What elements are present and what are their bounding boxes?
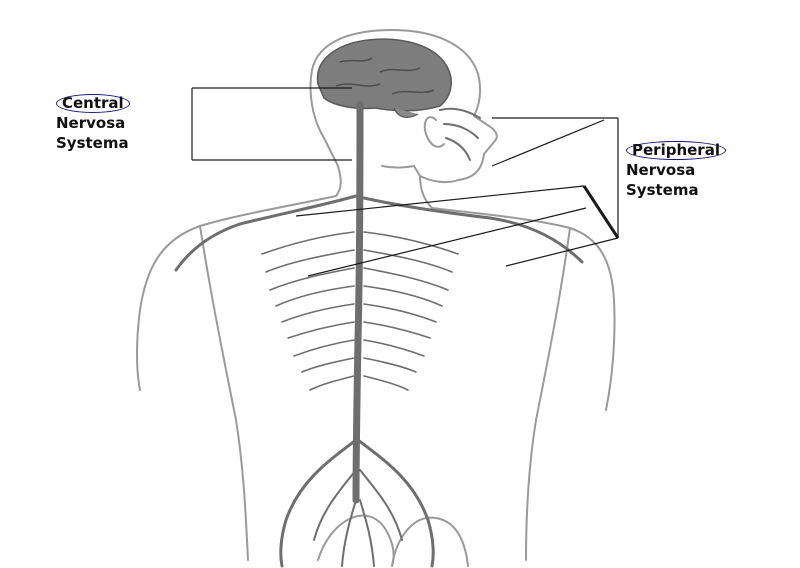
body-outline: [137, 30, 615, 566]
brain: [318, 39, 452, 117]
peripheral-nervous-system-label: Peripheral Nervosa Systema: [626, 140, 726, 200]
nerves: [176, 104, 582, 566]
peripheral-bracket-bar: [584, 186, 618, 238]
peripheral-pointer-face: [492, 120, 604, 166]
central-label-line3: Systema: [56, 133, 130, 153]
central-nervous-system-label: Central Nervosa Systema: [56, 93, 130, 153]
peripheral-label-line2: Nervosa: [626, 160, 726, 180]
peripheral-label-line3: Systema: [626, 180, 726, 200]
central-label-circled: Central: [56, 94, 130, 113]
peripheral-label-circled: Peripheral: [626, 141, 726, 160]
peripheral-pointer-chest: [308, 208, 586, 276]
central-label-line2: Nervosa: [56, 113, 130, 133]
